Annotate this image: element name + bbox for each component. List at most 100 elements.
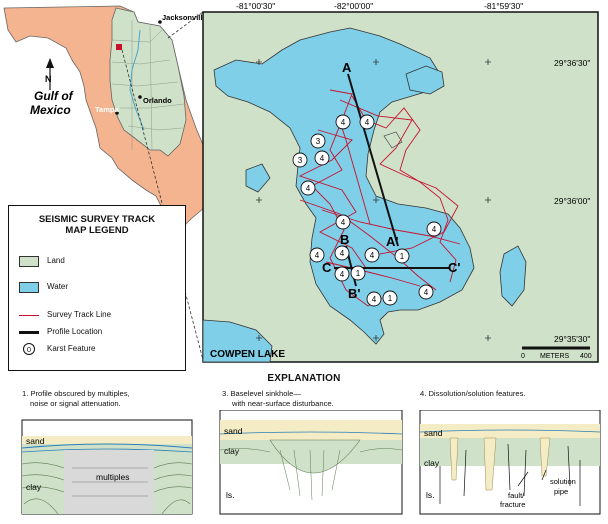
label-c-prime: C' [448,260,460,275]
karst-circle [310,133,326,149]
karst-circle [350,265,366,281]
karst-feature-marker: 4 [300,180,316,196]
karst-circle [300,180,316,196]
city-orlando: Orlando [143,96,172,105]
karst-feature-marker: 4 [364,247,380,263]
explanation-title: EXPLANATION [267,373,341,384]
lon-label-1: -81°00'30" [236,1,275,11]
label-a-prime: A' [386,234,398,249]
label-b: B [340,232,349,247]
karst-label: 4 [340,270,345,279]
karst-label: 1 [388,294,393,303]
karst-circle [426,221,442,237]
north-arrow-icon: N [45,58,54,90]
profile-panels: sand clay multiples sand clay ls. [21,410,601,515]
scale-label: METERS [540,353,570,360]
karst-feature-marker: 4 [309,247,325,263]
city-tampa: Tampa [95,105,119,114]
panel4-sand: sand [424,428,443,438]
lat-label-3: 29°35'30" [554,334,590,344]
karst-circle [382,290,398,306]
karst-label: 3 [316,137,321,146]
grid-crosses [256,59,491,341]
karst-label: 4 [372,295,377,304]
water-lobe-ne [405,65,445,95]
karst-label: 1 [356,269,361,278]
label-c: C [322,260,332,275]
karst-feature-marker: 4 [366,291,382,307]
legend-title-2: MAP LEGEND [65,225,129,236]
karst-label: 4 [320,154,325,163]
karst-circle [335,114,351,130]
lake-name: COWPEN LAKE [210,349,285,360]
panel4-ls: ls. [426,490,435,500]
gulf-label-1: Gulf of [34,89,74,103]
panel3-caption-2: with near-surface disturbance. [232,399,334,408]
karst-label: 4 [341,218,346,227]
north-label: N [45,74,52,84]
scale-max: 400 [580,353,592,360]
karst-circle [335,214,351,230]
panel-4: sand clay ls. solution pipe fault/ fract… [419,410,601,515]
panel3-clay: clay [224,446,240,456]
karst-label: 4 [306,184,311,193]
scale-zero: 0 [521,353,525,360]
karst-feature-marker: 4 [426,221,442,237]
legend-profile: Profile Location [47,327,103,336]
panel1-caption-1: 1. Profile obscured by multiples, [22,389,130,398]
panel-1: sand clay multiples [21,419,193,515]
gulf-label-2: Mexico [30,103,71,117]
panel1-caption-2: noise or signal attenuation. [30,399,121,408]
panel1-sand: sand [26,436,45,446]
callout-line-top [167,11,204,39]
legend-title-1: SEISMIC SURVEY TRACK [38,214,156,225]
florida-locator-map: Jacksonville Orlando Tampa Gulf of Mexic… [3,1,599,363]
karst-circle [359,114,375,130]
panel4-fracture: fracture [500,500,525,509]
orlando-dot [138,95,142,99]
st-johns-region [109,7,187,157]
pond-island [383,131,403,149]
profile-a [347,73,399,247]
karst-circle [334,266,350,282]
karst-label: 4 [315,251,320,260]
karst-feature-marker: 3 [310,133,326,149]
track-swatch [19,315,39,316]
lon-label-3: -81°59'30" [484,1,523,11]
jacksonville-dot [158,20,162,24]
karst-feature-marker: 1 [350,265,366,281]
panel1-clay: clay [26,482,42,492]
karst-feature-marker: 4 [334,245,350,261]
legend-water: Water [47,282,69,291]
karst-label: 3 [298,156,303,165]
karst-label: 4 [365,118,370,127]
lat-label-1: 29°36'30" [554,58,590,68]
site-marker [116,44,122,50]
label-a: A [342,60,352,75]
city-jacksonville: Jacksonville [162,13,207,22]
karst-feature-marker: 4 [418,284,434,300]
karst-feature-marker: 1 [394,248,410,264]
karst-circle [366,291,382,307]
karst-circle [292,152,308,168]
cowpen-lake [202,319,273,363]
land-swatch [19,256,39,267]
legend-box: SEISMIC SURVEY TRACK MAP LEGEND Land Wat… [8,205,186,371]
legend-land: Land [47,256,65,265]
karst-label: 1 [400,252,405,261]
panel4-pipe: pipe [554,487,568,496]
karst-symbol-icon: 0 [23,343,35,355]
legend-karst: Karst Feature [47,344,96,353]
karst-circle [334,245,350,261]
panel4-fault: fault/ [508,491,525,500]
karst-circle [314,150,330,166]
karst-feature-marker: 4 [335,114,351,130]
river [129,29,145,131]
county-lines [111,20,185,151]
panel3-ls: ls. [226,490,235,500]
panel4-caption-1: 4. Dissolution/solution features. [420,389,526,398]
karst-feature-marker: 4 [334,266,350,282]
karst-label: 4 [432,225,437,234]
karst-label: 4 [370,251,375,260]
